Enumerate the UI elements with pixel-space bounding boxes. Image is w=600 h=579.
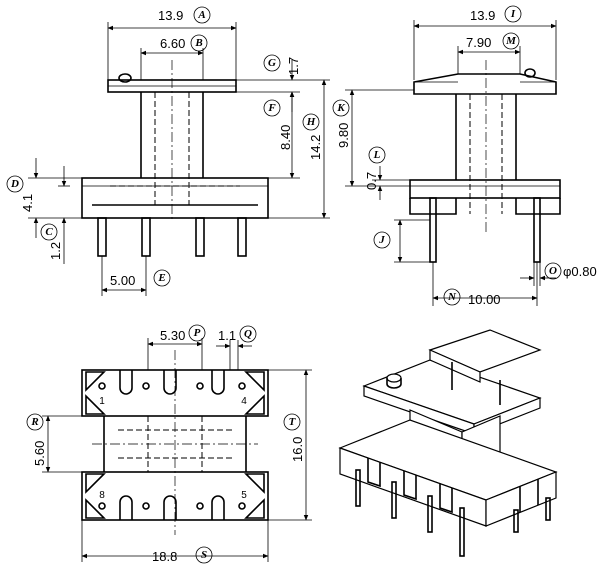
dim-d-value: 4.1: [20, 194, 35, 212]
dim-a-value: 13.9: [158, 8, 183, 23]
isometric-view: [338, 329, 558, 557]
pin-number-8: 8: [99, 490, 105, 501]
dim-e-value: 5.00: [110, 273, 135, 288]
dim-h-value: 14.2: [308, 135, 323, 160]
dim-f-tag: F: [267, 102, 276, 114]
dim-o-tag: O: [549, 265, 557, 277]
dim-i-tag: I: [510, 8, 516, 20]
dim-l-value: 0.7: [364, 172, 379, 190]
dim-g-value: 1.7: [286, 57, 301, 75]
front-view: 13.9 A 6.60 B 1.7 G 8.40 F 14.2 H 4.1: [6, 6, 330, 296]
dim-a-tag: A: [197, 9, 205, 21]
dim-n-value: 10.00: [468, 292, 501, 307]
dim-p-tag: P: [194, 327, 201, 339]
dim-r-tag: R: [30, 416, 38, 428]
dim-h-tag: H: [306, 116, 316, 128]
dim-d-tag: D: [10, 178, 19, 190]
dim-e-tag: E: [157, 272, 165, 284]
dim-s-value: 18.8: [152, 549, 177, 564]
dim-i-value: 13.9: [470, 8, 495, 23]
dim-t-tag: T: [289, 416, 297, 428]
dim-l-tag: L: [373, 149, 381, 161]
side-view: 13.9 I 7.90 M 9.80 K 0.7 L J 10.00: [332, 5, 597, 307]
dim-q-value: 1.1: [218, 328, 236, 343]
dim-n-tag: N: [447, 291, 457, 303]
dim-p-value: 5.30: [160, 328, 185, 343]
dim-c-tag: C: [45, 226, 53, 238]
dim-b-value: 6.60: [160, 36, 185, 51]
bottom-view: 1 4 8 5 5.30 P: [26, 324, 312, 564]
dim-t-value: 16.0: [290, 437, 305, 462]
pin-number-5: 5: [241, 490, 247, 501]
dim-o-value: φ0.80: [563, 264, 597, 279]
dim-m-value: 7.90: [466, 35, 491, 50]
dim-m-tag: M: [505, 35, 517, 47]
pin-number-1: 1: [99, 396, 105, 407]
dim-k-value: 9.80: [336, 123, 351, 148]
dim-b-tag: B: [194, 37, 202, 49]
pin-number-4: 4: [241, 396, 247, 407]
dim-k-tag: K: [336, 102, 345, 114]
dim-q-tag: Q: [244, 328, 252, 340]
dim-s-tag: S: [201, 549, 207, 561]
dim-g-tag: G: [268, 57, 276, 69]
dim-j-tag: J: [378, 234, 385, 246]
dim-f-value: 8.40: [278, 125, 293, 150]
dim-c-value: 1.2: [48, 242, 63, 260]
dim-r-value: 5.60: [32, 441, 47, 466]
